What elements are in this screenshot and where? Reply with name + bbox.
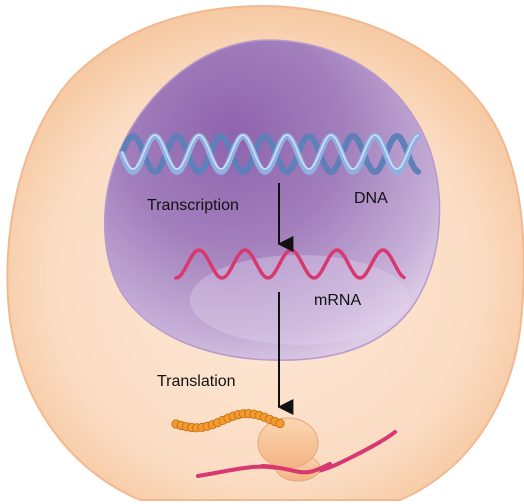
mrna-label: mRNA bbox=[314, 292, 362, 309]
translation-label: Translation bbox=[157, 373, 236, 390]
nucleus-highlight bbox=[190, 255, 410, 345]
ribosome-large-subunit bbox=[257, 417, 319, 469]
polypeptide-chain bbox=[171, 408, 285, 433]
dna-strand-back bbox=[119, 133, 421, 175]
nucleus bbox=[103, 39, 441, 361]
dna-double-helix bbox=[119, 133, 421, 175]
cytoplasm-mrna-over bbox=[260, 462, 332, 475]
transcription-label: Transcription bbox=[147, 197, 239, 214]
amino-acid-bead bbox=[275, 418, 285, 429]
dna-label: DNA bbox=[354, 190, 388, 207]
ribosome bbox=[257, 417, 332, 482]
dna-strand-front-highlight bbox=[121, 134, 419, 170]
